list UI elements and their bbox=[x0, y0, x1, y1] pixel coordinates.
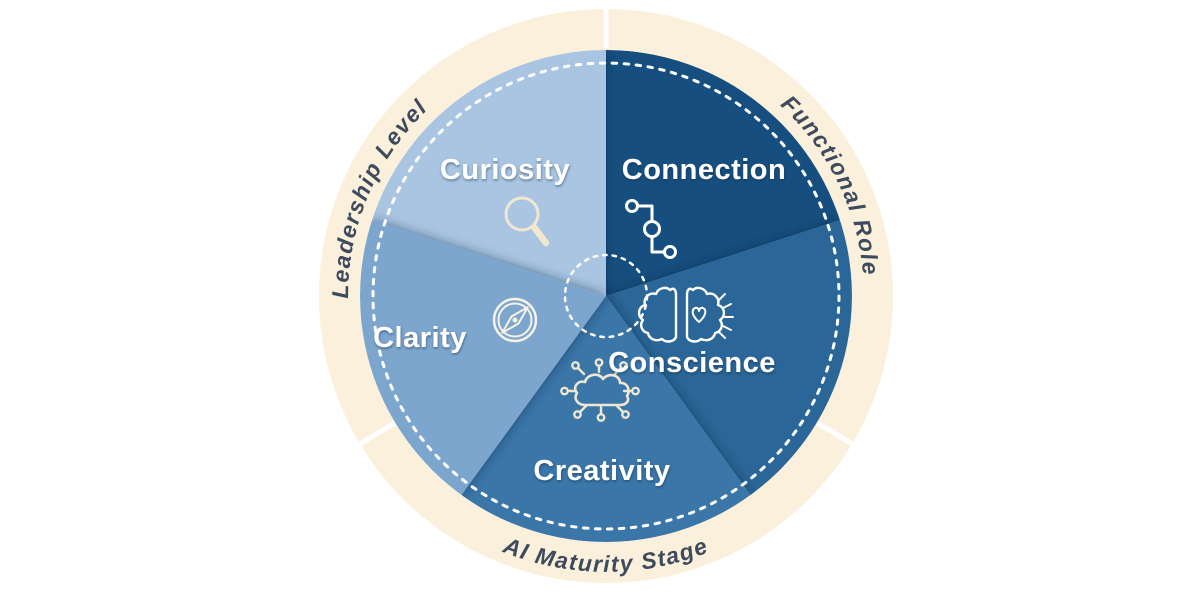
inner-dashed-circle bbox=[371, 61, 841, 531]
segment-label-connection: Connection bbox=[622, 154, 787, 186]
segment-clarity bbox=[360, 220, 606, 495]
segment-label-conscience: Conscience bbox=[608, 347, 776, 379]
magnifier-icon bbox=[504, 196, 550, 247]
cloud-connectors bbox=[560, 358, 640, 422]
segment-label-curiosity: Curiosity bbox=[440, 154, 570, 186]
segment-creativity bbox=[461, 296, 751, 542]
segment-curiosity bbox=[372, 50, 606, 296]
sparkle-rays bbox=[718, 293, 734, 339]
outer-ring bbox=[319, 6, 893, 583]
compass-icon bbox=[492, 297, 538, 343]
brain-heart-icon bbox=[637, 286, 734, 343]
ring-divider-lower-right bbox=[814, 420, 857, 449]
segment-label-clarity: Clarity bbox=[373, 322, 467, 354]
segment-labels: Curiosity Connection Clarity Conscience … bbox=[373, 154, 786, 487]
ring-divider-lower-left bbox=[355, 420, 398, 449]
network-nodes-icon bbox=[625, 199, 677, 259]
segment-label-creativity: Creativity bbox=[533, 455, 670, 487]
segment-connection bbox=[606, 50, 840, 296]
cloud-network-icon bbox=[560, 358, 640, 422]
